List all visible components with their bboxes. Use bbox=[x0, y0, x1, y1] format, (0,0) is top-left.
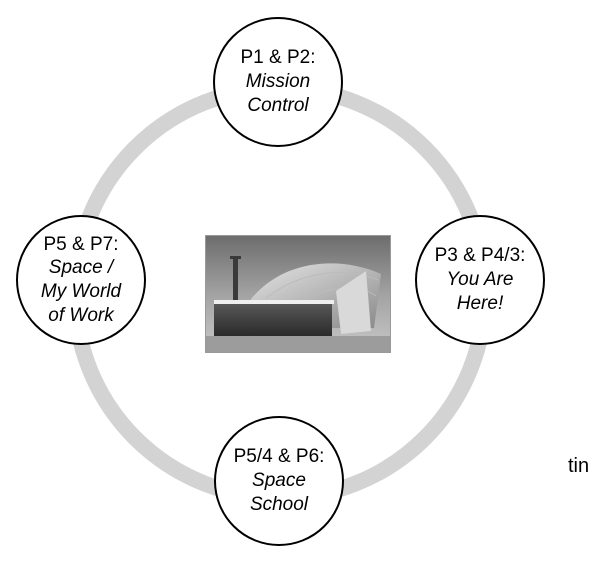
node-grade-label: P5/4 & P6: bbox=[233, 446, 325, 468]
cycle-node-p5-p7: P5 & P7: Space / My World of Work bbox=[16, 215, 146, 345]
cycle-node-p5-p6: P5/4 & P6: Space School bbox=[214, 416, 344, 546]
cycle-node-p1-p2: P1 & P2: Mission Control bbox=[213, 17, 343, 147]
photo-tower-top bbox=[230, 256, 241, 259]
photo-ground bbox=[206, 336, 390, 352]
photo-low-building bbox=[214, 302, 332, 336]
node-grade-label: P5 & P7: bbox=[43, 233, 119, 255]
node-topic-label: Space / My World of Work bbox=[40, 257, 122, 326]
node-topic-label: Mission Control bbox=[245, 71, 311, 116]
cycle-node-p3-p4: P3 & P4/3: You Are Here! bbox=[415, 215, 545, 345]
photo-roofline bbox=[214, 300, 334, 304]
node-grade-label: P3 & P4/3: bbox=[434, 245, 526, 267]
cut-off-text: ting bbox=[568, 455, 590, 477]
science-centre-photo bbox=[205, 235, 391, 353]
node-topic-label: Space School bbox=[249, 470, 309, 515]
node-grade-label: P1 & P2: bbox=[240, 47, 316, 69]
node-topic-label: You Are Here! bbox=[446, 269, 514, 314]
photo-tower bbox=[233, 258, 238, 328]
photo-glass-facade bbox=[336, 271, 371, 334]
